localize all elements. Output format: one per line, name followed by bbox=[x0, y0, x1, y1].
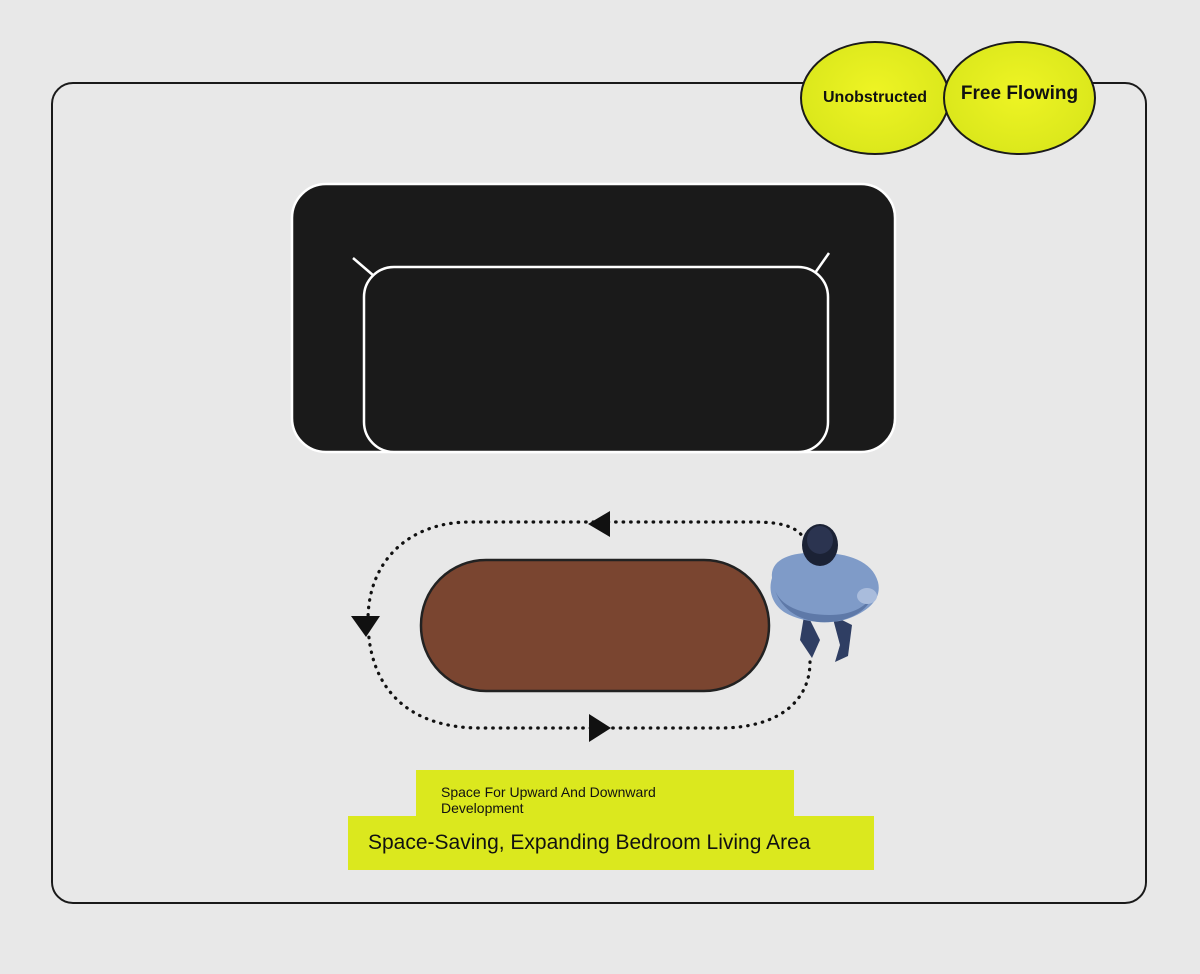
sofa-icon bbox=[290, 182, 897, 454]
arrow-left-icon bbox=[588, 511, 610, 537]
primary-caption: Space-Saving, Expanding Bedroom Living A… bbox=[348, 816, 874, 870]
free-flowing-label: Free Flowing bbox=[960, 83, 1079, 104]
free-flowing-badge: Free Flowing bbox=[943, 41, 1096, 155]
unobstructed-label: Unobstructed bbox=[823, 89, 927, 106]
arrow-down-icon bbox=[351, 616, 380, 637]
secondary-caption: Space For Upward And Downward Developmen… bbox=[416, 770, 794, 820]
coffee-table-icon bbox=[419, 558, 771, 693]
secondary-caption-text: Space For Upward And Downward Developmen… bbox=[441, 784, 656, 816]
unobstructed-badge: Unobstructed bbox=[800, 41, 950, 155]
person-icon bbox=[770, 524, 879, 662]
arrow-right-icon bbox=[589, 714, 611, 742]
circulation-path-icon bbox=[351, 511, 812, 742]
primary-caption-text: Space-Saving, Expanding Bedroom Living A… bbox=[368, 831, 811, 854]
